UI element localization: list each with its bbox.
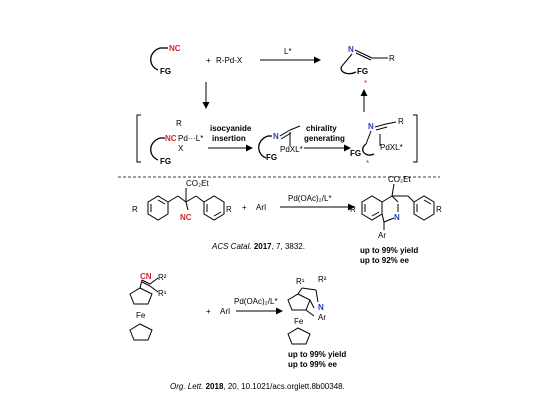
r-pd-x-label: R-Pd-X	[216, 56, 243, 65]
int1-nc-label: NC	[165, 134, 177, 143]
ex2-fe-label: Fe	[136, 311, 146, 320]
isocyanide-reactant: NC FG	[150, 44, 181, 76]
ex1-yield: up to 99% yield	[360, 246, 418, 255]
ex1-product-r: R	[350, 205, 356, 214]
plus-sign: +	[206, 56, 211, 65]
palladacycle-intermediate: N R PdXL* FG *	[350, 117, 404, 168]
ex1-product-ester: CO₂Et	[388, 175, 411, 184]
n-label: N	[348, 45, 354, 54]
int3-fg-label: FG	[350, 149, 361, 158]
int3-stereocenter-star: *	[366, 159, 369, 168]
product-fg-label: FG	[357, 67, 368, 76]
ex1-reagent: ArI	[256, 203, 266, 212]
insertion-step-label: insertion	[212, 134, 246, 143]
int3-n-label: N	[368, 122, 374, 131]
ex1-catalyst: Pd(OAc)₂/L*	[288, 194, 332, 203]
ex1-product-ar: Ar	[378, 231, 386, 240]
ex2-yield: up to 99% yield	[288, 350, 346, 359]
product-r-label: R	[389, 54, 395, 63]
ex1-product: R CO₂Et N Ar R	[350, 175, 442, 240]
right-bracket	[413, 114, 418, 163]
int2-pdxl-label: PdXL*	[280, 145, 303, 154]
ex1-citation-rest: , 7, 3832.	[272, 242, 305, 251]
ex2-cn-label: CN	[140, 272, 152, 281]
ex1-ester-label: CO₂Et	[186, 179, 209, 188]
int1-fg-label: FG	[160, 157, 171, 166]
int2-fg-label: FG	[266, 153, 277, 162]
imidoyl-pd-intermediate: N PdXL* FG	[258, 125, 303, 162]
ex1-ee: up to 92% ee	[360, 256, 409, 265]
ex2-r2-label: R²	[158, 273, 167, 282]
int3-pdxl-label: PdXL*	[380, 143, 403, 152]
ex1-citation-journal: ACS Catal.	[211, 242, 252, 251]
example-2: CN R² R¹ Fe + ArI Pd(OAc)₂/L* R¹ R² N Ar	[129, 272, 346, 391]
ex2-ee: up to 99% ee	[288, 360, 337, 369]
fg-label: FG	[160, 67, 171, 76]
ex2-catalyst: Pd(OAc)₂/L*	[234, 297, 278, 306]
left-bracket	[136, 114, 141, 163]
ex1-product-r-2: R	[436, 205, 442, 214]
int3-r-label: R	[398, 117, 404, 126]
int2-n-label: N	[273, 132, 279, 141]
mechanism-section: NC FG + R-Pd-X L* N FG R * R	[136, 44, 418, 168]
ex1-citation: ACS Catal. 2017, 7, 3832.	[211, 242, 305, 251]
isocyanide-step-label: isocyanide	[210, 124, 252, 133]
chiral-product: N FG R *	[340, 45, 395, 88]
ex2-citation-rest: , 20, 10.1021/acs.orglett.8b00348.	[223, 382, 344, 391]
ex2-product-r2: R²	[318, 275, 327, 284]
chirality-step-label: chirality	[306, 124, 337, 133]
ex1-r-label-2: R	[226, 205, 232, 214]
ex2-citation: Org. Lett. 2018, 20, 10.1021/acs.orglett…	[170, 382, 345, 391]
pd-coordinated-intermediate: R NC Pd···L* X FG	[150, 119, 203, 166]
ex1-nc-label: NC	[180, 213, 192, 222]
ex1-plus: +	[242, 203, 247, 212]
ex1-product-n: N	[394, 213, 400, 222]
int1-x-label: X	[178, 144, 184, 153]
ex2-product-fe: Fe	[294, 317, 304, 326]
right-aryl-ring	[203, 195, 225, 221]
ex2-product-n: N	[318, 303, 324, 312]
ex2-citation-journal: Org. Lett.	[170, 382, 203, 391]
example-1: R CO₂Et NC R + ArI Pd(OAc)₂/L* R CO₂Et N	[132, 175, 442, 265]
ex2-citation-year: 2018	[206, 382, 224, 391]
ex2-upper-cp-ring	[129, 287, 153, 305]
fg-chain	[150, 47, 161, 71]
generating-step-label: generating	[304, 134, 345, 143]
stereocenter-star: *	[364, 79, 367, 88]
ligand-label: L*	[284, 47, 292, 56]
int1-pd-label: Pd···L*	[178, 134, 203, 143]
ex2-lower-cp-ring	[129, 323, 153, 341]
int1-r-label: R	[176, 119, 182, 128]
ex1-r-label: R	[132, 205, 138, 214]
left-aryl-ring	[147, 195, 169, 221]
ex1-product-benzyl-ring	[413, 195, 435, 221]
ex2-reagent: ArI	[220, 307, 230, 316]
ex2-product-ar: Ar	[318, 313, 326, 322]
ex2-r1-label: R¹	[158, 289, 167, 298]
ex2-product: R¹ R² N Ar Fe	[287, 275, 327, 345]
ex1-citation-year: 2017	[254, 242, 272, 251]
ex2-product-r1: R¹	[296, 277, 305, 286]
ex2-product-cp-ring	[287, 293, 311, 311]
ex2-plus: +	[206, 307, 211, 316]
nc-label: NC	[169, 44, 181, 53]
ferrocene-reactant: CN R² R¹ Fe	[129, 272, 167, 341]
ex2-product-lower-cp-ring	[287, 327, 311, 345]
